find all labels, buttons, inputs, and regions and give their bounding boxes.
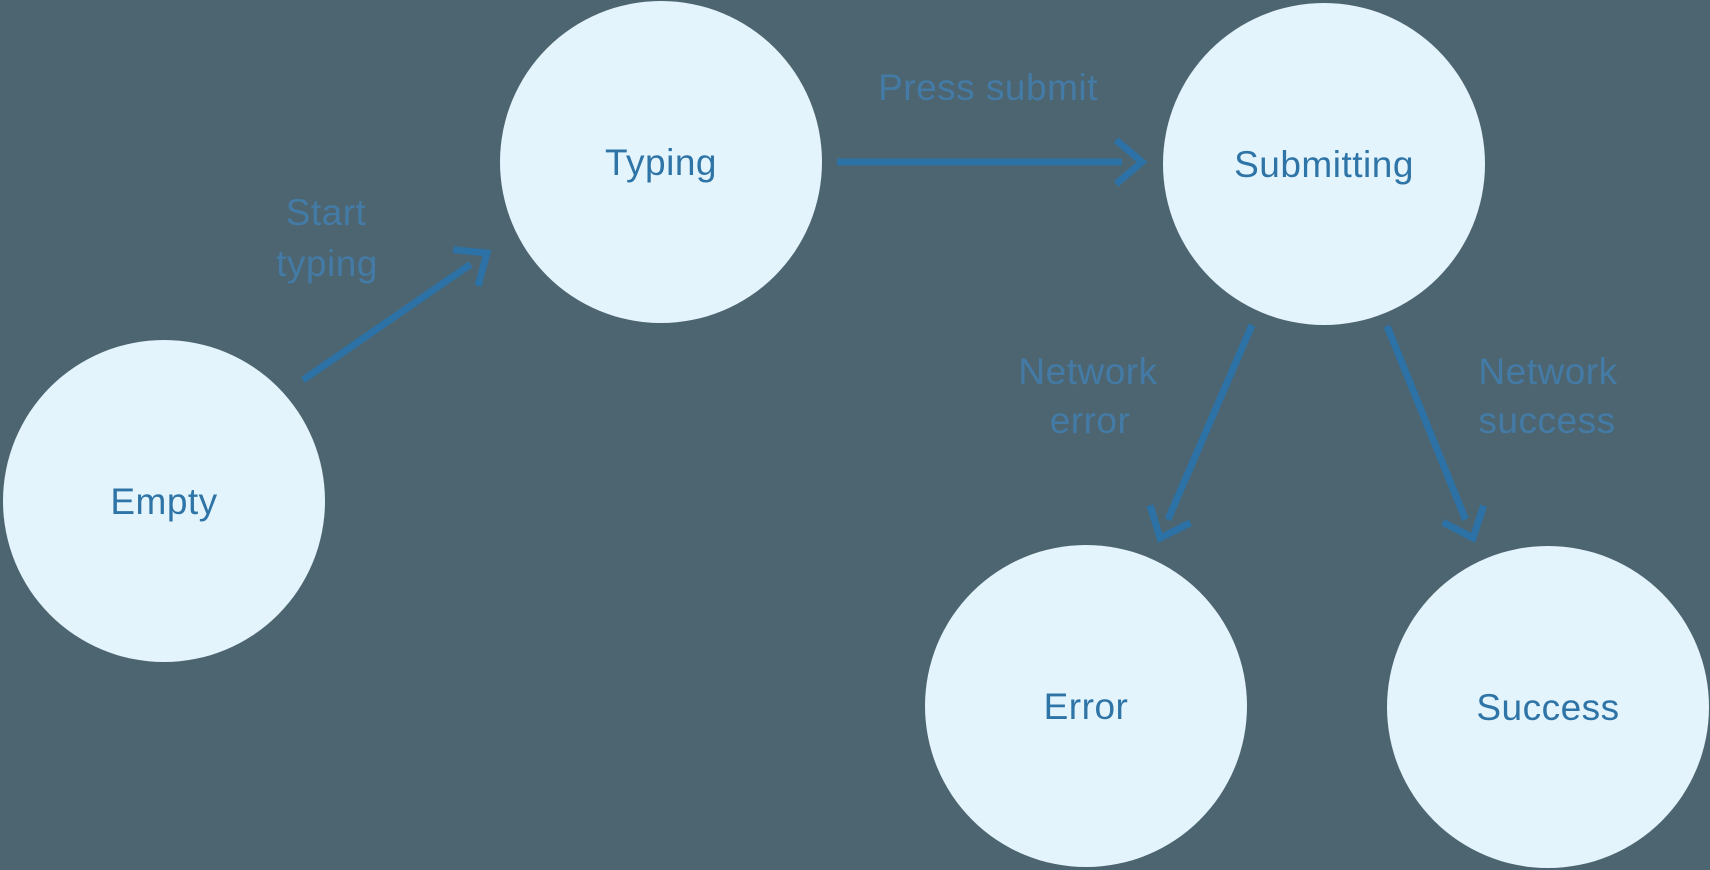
- transition-label-start-typing-line2: typing: [276, 243, 378, 284]
- state-circle-empty: [3, 340, 325, 662]
- transition-typing-to-submitting: Press submit: [837, 67, 1148, 187]
- arrow-shaft-network-error: [1164, 323, 1256, 521]
- state-node-empty: Empty: [3, 340, 325, 662]
- state-node-success: Success: [1387, 546, 1709, 868]
- transition-label-network-success-line2: success: [1478, 400, 1615, 441]
- arrow-head-icon-network-success: [1441, 504, 1487, 544]
- transition-submitting-to-error: Network error: [1018, 323, 1256, 543]
- arrow-shaft-network-success: [1383, 324, 1469, 521]
- transition-empty-to-typing: Start typing: [276, 192, 492, 383]
- arrow-head-icon-start-typing: [452, 246, 492, 287]
- state-circle-success: [1387, 546, 1709, 868]
- state-label-submitting: Submitting: [1234, 144, 1414, 185]
- transition-label-network-success-line1: Network: [1478, 351, 1617, 392]
- arrow-head-icon-press-submit: [1113, 137, 1148, 187]
- state-label-empty: Empty: [110, 481, 217, 522]
- state-label-success: Success: [1476, 687, 1619, 728]
- transition-label-start-typing-line1: Start: [286, 192, 367, 233]
- state-circle-error: [925, 545, 1247, 867]
- state-label-error: Error: [1044, 686, 1129, 727]
- state-node-submitting: Submitting: [1163, 3, 1485, 325]
- arrow-head-icon-network-error: [1146, 504, 1193, 543]
- state-circle-submitting: [1163, 3, 1485, 325]
- state-node-error: Error: [925, 545, 1247, 867]
- transition-submitting-to-success: Network success: [1383, 324, 1617, 544]
- transition-label-press-submit: Press submit: [878, 67, 1098, 108]
- state-circle-typing: [500, 1, 822, 323]
- state-node-typing: Typing: [500, 1, 822, 323]
- state-label-typing: Typing: [605, 142, 717, 183]
- transition-label-network-error-line1: Network: [1018, 351, 1157, 392]
- transition-label-network-error-line2: error: [1050, 400, 1131, 441]
- arrow-shaft-start-typing: [301, 261, 473, 383]
